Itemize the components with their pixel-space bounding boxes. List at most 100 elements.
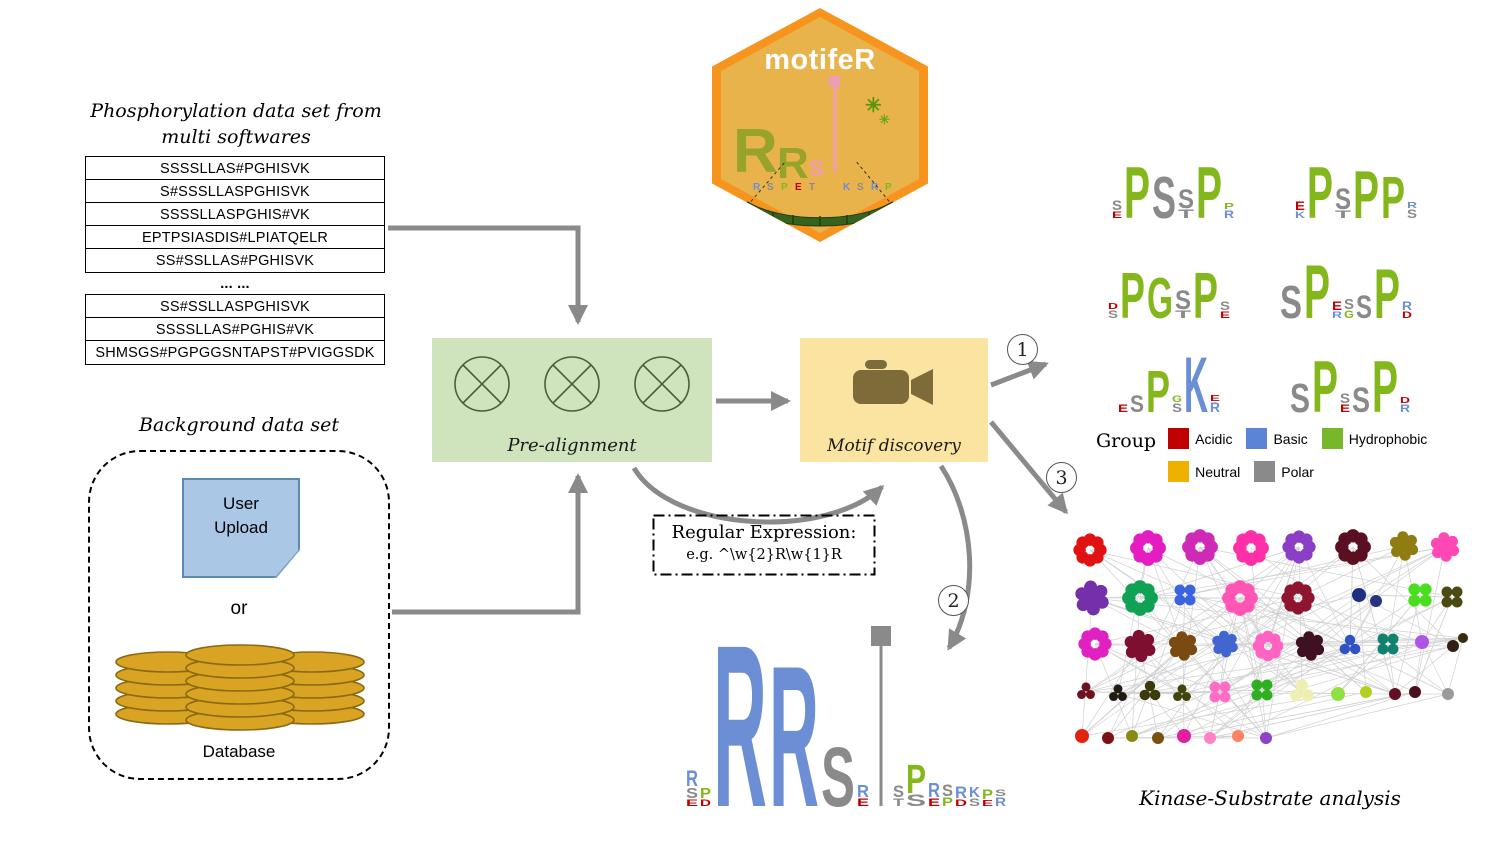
network-node[interactable] [1331,687,1345,701]
network-node[interactable] [1152,732,1164,744]
alignment-circles-icon [454,356,690,412]
network-node[interactable] [1290,679,1314,702]
network-node[interactable] [1233,530,1269,566]
network-node[interactable] [1252,630,1284,662]
table-row: SSSSLLAS#PGHISVK [85,156,385,181]
network-node[interactable] [1126,730,1138,742]
svg-text:P: P [1374,254,1400,320]
legend-title: Group [1096,430,1157,452]
network-node[interactable] [1377,633,1399,655]
network-node[interactable] [1209,681,1231,703]
network-node[interactable] [1130,530,1166,566]
network-node[interactable] [1281,581,1315,615]
svg-text:R: R [955,784,967,802]
database-label: Database [202,742,276,761]
network-node[interactable] [1352,588,1366,602]
network-node[interactable] [1260,732,1272,744]
database-icon[interactable] [112,630,370,734]
network-node[interactable] [1177,729,1191,743]
svg-text:R: R [686,766,698,791]
svg-text:S: S [1112,198,1122,213]
network-node[interactable] [1442,688,1454,700]
network-node[interactable] [1173,684,1191,702]
svg-text:R: R [995,795,1006,808]
legend-label: Acidic [1195,430,1233,447]
svg-text:S: S [1290,375,1310,414]
kinase-label: Kinase-Substrate analysis [1139,786,1401,810]
network-node[interactable] [1360,686,1372,698]
network-node[interactable] [1102,732,1114,744]
network-node[interactable] [1168,631,1198,661]
svg-text:S: S [969,797,980,808]
network-node[interactable] [1075,580,1109,616]
svg-text:S: S [809,156,824,181]
svg-text:D: D [700,798,711,808]
network-node[interactable] [1430,532,1460,562]
svg-text:K: K [1184,341,1208,414]
network-node[interactable] [1251,679,1273,701]
legend-item: Hydrophobic [1321,428,1427,449]
svg-text:S: S [1344,296,1354,313]
table-row: SSSSLLASPGHIS#VK [85,202,385,227]
network-node[interactable] [1222,580,1258,616]
network-node[interactable] [1124,629,1156,663]
network-node[interactable] [1447,640,1459,652]
network-node[interactable] [1282,530,1316,564]
step-1-badge: 1 [1007,334,1038,365]
network-node[interactable] [1232,730,1244,742]
svg-text:P: P [1372,346,1398,414]
svg-text:E: E [1118,403,1128,414]
network-node[interactable] [1174,584,1196,606]
svg-text:R: R [1210,400,1220,414]
network-node[interactable] [1109,684,1127,702]
svg-text:P: P [1196,152,1222,220]
network-node[interactable] [1370,595,1382,607]
network-node[interactable] [1335,529,1371,565]
network-node[interactable] [1075,729,1089,743]
svg-text:E: E [857,797,869,808]
legend-swatch-icon [1168,461,1190,482]
legend-swatch-icon [1321,428,1343,449]
network-node[interactable] [1339,634,1361,655]
svg-text:S: S [1175,284,1191,315]
network-node[interactable] [1122,580,1158,616]
network-node[interactable] [1458,633,1468,643]
lollipop-head [829,76,840,87]
network-node[interactable] [1182,529,1218,565]
network-node[interactable] [1212,630,1238,658]
video-camera-icon [853,360,933,405]
svg-text:S: S [906,792,926,808]
svg-text:S: S [1172,401,1182,414]
svg-text:S: S [1178,183,1194,214]
table-row: SSSSLLAS#PGHIS#VK [85,317,385,342]
network-node[interactable] [1204,732,1216,744]
svg-text:P: P [885,182,892,193]
network-node[interactable] [1077,682,1095,700]
svg-text:P: P [1146,358,1170,414]
network-node[interactable] [1389,688,1401,700]
network-node[interactable] [1078,627,1112,661]
svg-text:R: R [857,781,869,801]
svg-text:E: E [1220,310,1230,320]
svg-text:P: P [1124,152,1150,220]
network-node[interactable] [1073,533,1107,567]
database-stack-center [185,644,295,731]
network-node[interactable] [1409,686,1421,698]
network-node[interactable] [1139,680,1161,701]
network-node[interactable] [1441,586,1463,608]
svg-text:P: P [1304,250,1330,320]
user-upload-file-icon[interactable]: User Upload [182,478,300,578]
network-node[interactable] [1295,631,1325,661]
network-node[interactable] [1415,635,1429,649]
svg-text:R: R [713,616,767,808]
network-node[interactable] [1389,531,1419,561]
arrow-background-to-prealignment [392,473,588,615]
network-node[interactable] [1408,583,1432,607]
svg-text:S: S [1352,380,1370,414]
pre-alignment-label: Pre-alignment [507,435,637,456]
svg-text:P: P [1224,202,1235,211]
